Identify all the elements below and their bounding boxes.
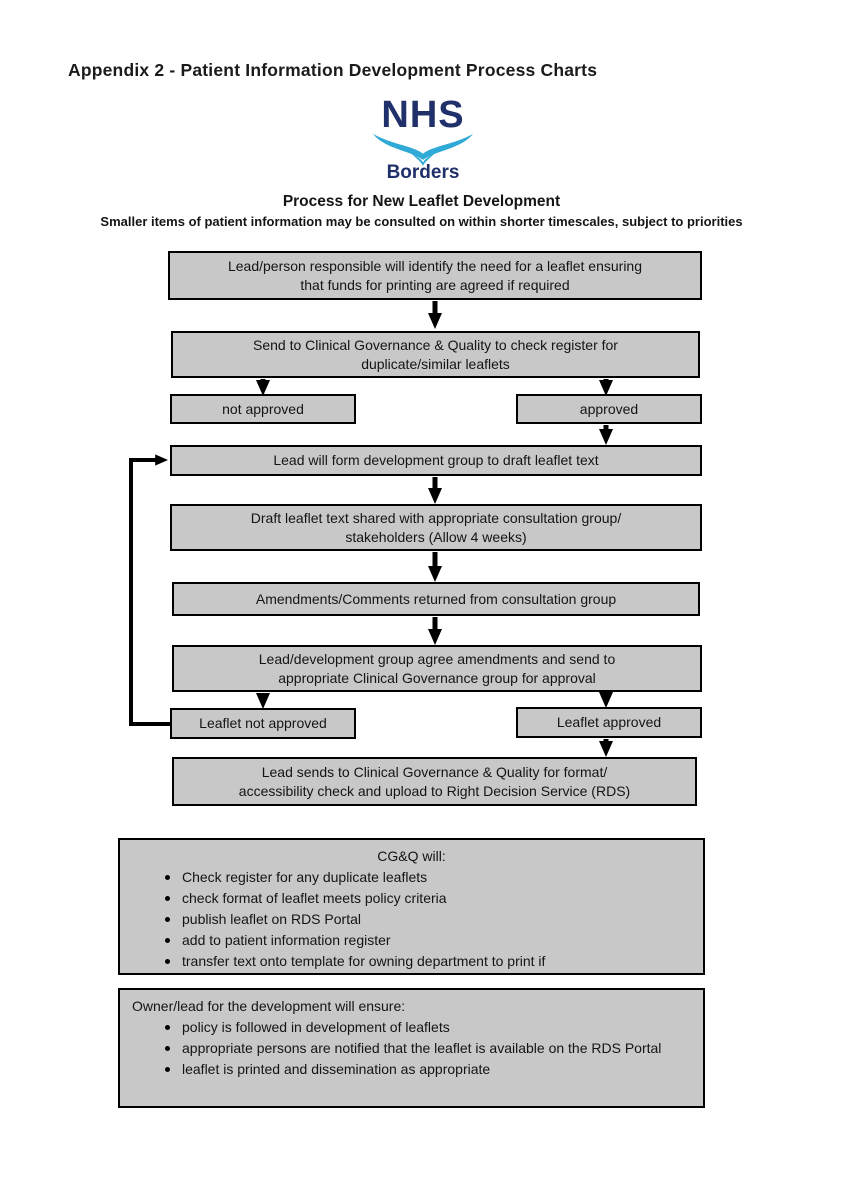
flow-box-text: Send to Clinical Governance & Quality to… (253, 337, 618, 354)
flow-box-draft-shared: Draft leaflet text shared with appropria… (170, 504, 702, 551)
flow-box-leaflet-not-approved: Leaflet not approved (170, 708, 356, 739)
bullet-item: transfer text onto template for owning d… (160, 951, 689, 972)
chart-title: Process for New Leaflet Development (282, 193, 561, 210)
bullet-item: publish leaflet on RDS Portal (160, 909, 689, 930)
flow-box-text: Lead will form development group to draf… (273, 452, 599, 469)
flow-box-text: that funds for printing are agreed if re… (300, 276, 570, 293)
cgq-bullet-list: Check register for any duplicate leaflet… (120, 867, 703, 972)
owner-heading: Owner/lead for the development will ensu… (132, 998, 406, 1014)
flow-box-approved: approved (516, 394, 702, 424)
flow-box-text: approved (579, 400, 639, 417)
owner-info-box: Owner/lead for the development will ensu… (118, 988, 705, 1108)
flow-box-text: stakeholders (Allow 4 weeks) (345, 528, 527, 545)
flow-box-text: duplicate/similar leaflets (361, 355, 510, 372)
chart-subtitle: Smaller items of patient information may… (100, 214, 743, 229)
bullet-item: leaflet is printed and dissemination as … (160, 1059, 689, 1080)
flow-box-text: Draft leaflet text shared with appropria… (250, 510, 622, 527)
page-title: Appendix 2 - Patient Information Develop… (68, 60, 598, 80)
flow-box-send-cgq: Send to Clinical Governance & Quality to… (171, 331, 700, 378)
nhs-swoosh-icon (372, 133, 474, 167)
flow-box-format-check: Lead sends to Clinical Governance & Qual… (172, 757, 697, 806)
bullet-item: policy is followed in development of lea… (160, 1017, 689, 1038)
cgq-info-box: CG&Q will: Check register for any duplic… (118, 838, 705, 975)
flow-box-agree-amendments: Lead/development group agree amendments … (172, 645, 702, 692)
bullet-item: check format of leaflet meets policy cri… (160, 888, 689, 909)
flow-box-text: Amendments/Comments returned from consul… (255, 590, 617, 607)
flow-box-text: appropriate Clinical Governance group fo… (278, 669, 596, 686)
bullet-item: Check register for any duplicate leaflet… (160, 867, 689, 888)
owner-bullet-list: policy is followed in development of lea… (120, 1017, 703, 1080)
flow-box-text: Lead/development group agree amendments … (258, 651, 616, 668)
flow-box-amendments: Amendments/Comments returned from consul… (172, 582, 700, 616)
cgq-heading: CG&Q will: (377, 848, 446, 864)
logo-region-text: Borders (386, 162, 460, 183)
nhs-logo-text: NHS (381, 94, 465, 136)
flow-box-text: accessibility check and upload to Right … (238, 782, 631, 799)
loop-leaflet-not-approved-to-form-group (129, 454, 170, 726)
bullet-item: appropriate persons are notified that th… (160, 1038, 689, 1059)
flow-box-text: not approved (222, 400, 304, 417)
flow-box-text: Lead sends to Clinical Governance & Qual… (261, 764, 608, 781)
flow-box-text: Lead/person responsible will identify th… (227, 258, 643, 275)
flow-box-not-approved: not approved (170, 394, 356, 424)
flow-box-form-group: Lead will form development group to draf… (170, 445, 702, 476)
flow-box-leaflet-approved: Leaflet approved (516, 707, 702, 738)
flow-box-text: Leaflet not approved (199, 715, 327, 732)
nhs-borders-logo: NHS Borders (353, 96, 493, 184)
flow-box-text: Leaflet approved (556, 714, 662, 731)
flow-box-identify-need: Lead/person responsible will identify th… (168, 251, 702, 300)
bullet-item: add to patient information register (160, 930, 689, 951)
